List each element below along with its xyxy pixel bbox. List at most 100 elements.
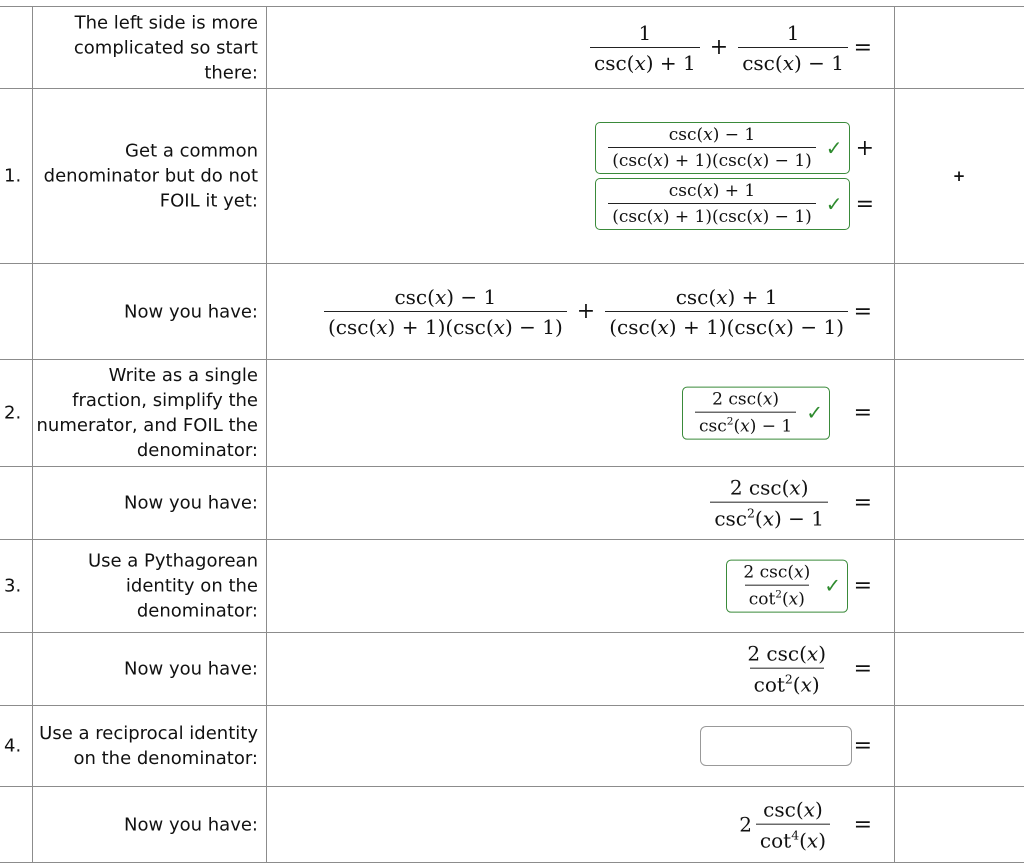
numerator: 2 csc(x) bbox=[712, 389, 780, 410]
step-number-cell: 2. bbox=[0, 360, 33, 466]
equals-sign: = bbox=[853, 812, 872, 837]
answer-box-1a[interactable]: csc(x) − 1 (csc(x) + 1)(csc(x) − 1) ✓ bbox=[595, 122, 850, 174]
numerator: 2 csc(x) bbox=[729, 475, 809, 500]
math-cell: csc(x) − 1 (csc(x) + 1)(csc(x) − 1) ✓ + … bbox=[266, 89, 895, 263]
table-row: Now you have: 2 csc(x) csc2(x) − 1 = bbox=[0, 467, 1024, 540]
extra-cell bbox=[894, 360, 1024, 466]
fraction: csc(x) − 1 (csc(x) + 1)(csc(x) − 1) bbox=[608, 125, 816, 171]
equals-sign: = bbox=[853, 400, 872, 426]
instruction-cell: Use a Pythagorean identity on the denomi… bbox=[32, 540, 267, 632]
instruction-text: Get a common denominator but do not FOIL… bbox=[43, 140, 258, 212]
instruction-cell: Now you have: bbox=[32, 264, 267, 359]
fraction: csc(x) + 1 (csc(x) + 1)(csc(x) − 1) bbox=[605, 285, 848, 339]
table-row: Now you have: 2 csc(x) cot2(x) = bbox=[0, 633, 1024, 706]
extra-cell bbox=[894, 706, 1024, 786]
expression: 1 csc(x) + 1 + 1 csc(x) − 1 bbox=[586, 21, 852, 75]
table-row: Now you have: csc(x) − 1 (csc(x) + 1)(cs… bbox=[0, 264, 1024, 360]
denominator: (csc(x) + 1)(csc(x) − 1) bbox=[605, 310, 848, 339]
expression: 2 csc(x) csc2(x) − 1 bbox=[706, 475, 832, 530]
answer-input-4[interactable] bbox=[700, 726, 852, 766]
instruction-cell: Now you have: bbox=[32, 787, 267, 862]
equals-sign: = bbox=[853, 733, 872, 759]
table-row: 2. Write as a single fraction, simplify … bbox=[0, 360, 1024, 467]
denominator: (csc(x) + 1)(csc(x) − 1) bbox=[608, 147, 816, 171]
expression: csc(x) − 1 (csc(x) + 1)(csc(x) − 1) + cs… bbox=[320, 285, 852, 339]
denominator: (csc(x) + 1)(csc(x) − 1) bbox=[323, 310, 567, 339]
numerator: 2 csc(x) bbox=[747, 641, 826, 666]
instruction-cell: Use a reciprocal identity on the denomin… bbox=[32, 706, 267, 786]
step-number-cell bbox=[0, 264, 33, 359]
denominator: cot2(x) bbox=[749, 667, 824, 696]
answer-box-2[interactable]: 2 csc(x) csc2(x) − 1 ✓ bbox=[682, 386, 830, 440]
equals-sign: = bbox=[853, 656, 872, 682]
check-icon: ✓ bbox=[806, 401, 823, 425]
extra-cell bbox=[894, 633, 1024, 705]
equals-sign: = bbox=[853, 35, 872, 60]
fraction: 2 csc(x) cot2(x) bbox=[739, 563, 814, 610]
numerator: csc(x) + 1 bbox=[668, 181, 756, 201]
expression: csc(x) − 1 (csc(x) + 1)(csc(x) − 1) ✓ + … bbox=[595, 122, 880, 230]
answer-box-3[interactable]: 2 csc(x) cot2(x) ✓ bbox=[726, 559, 848, 613]
denominator: csc2(x) − 1 bbox=[710, 501, 828, 530]
step-number-cell bbox=[0, 467, 33, 539]
step-number-cell bbox=[0, 787, 33, 862]
math-cell: 2 csc(x) cot2(x) ✓ = bbox=[266, 540, 895, 632]
equals-sign: = bbox=[853, 573, 872, 599]
extra-cell: + bbox=[894, 89, 1024, 263]
numerator: csc(x) − 1 bbox=[668, 125, 756, 145]
expression: 2 csc(x) csc2(x) − 1 ✓ bbox=[682, 386, 830, 440]
step-number: 2. bbox=[4, 402, 22, 424]
expression: 2 csc(x) cot2(x) ✓ bbox=[726, 559, 848, 613]
answer-box-1b[interactable]: csc(x) + 1 (csc(x) + 1)(csc(x) − 1) ✓ bbox=[595, 178, 850, 230]
numerator: 1 bbox=[638, 20, 652, 45]
fraction: csc(x) − 1 (csc(x) + 1)(csc(x) − 1) bbox=[323, 284, 567, 339]
check-icon: ✓ bbox=[824, 574, 841, 598]
extra-cell bbox=[894, 264, 1024, 359]
check-icon: ✓ bbox=[825, 136, 843, 160]
add-term-button[interactable]: + bbox=[952, 167, 966, 185]
denominator: csc(x) + 1 bbox=[590, 46, 700, 75]
denominator: cot2(x) bbox=[744, 584, 809, 609]
instruction-text: Use a reciprocal identity on the denomin… bbox=[39, 723, 258, 769]
instruction-cell: Write as a single fraction, simplify the… bbox=[32, 360, 267, 466]
fraction: 1 csc(x) + 1 bbox=[590, 21, 700, 75]
expression bbox=[700, 726, 852, 766]
answer-stack: csc(x) − 1 (csc(x) + 1)(csc(x) − 1) ✓ + … bbox=[595, 122, 880, 230]
table-row: 1. Get a common denominator but do not F… bbox=[0, 89, 1024, 264]
step-number: 3. bbox=[4, 575, 22, 597]
fraction: 2 csc(x) csc2(x) − 1 bbox=[695, 389, 797, 436]
instruction-text: Now you have: bbox=[124, 658, 258, 680]
step-number-cell bbox=[0, 633, 33, 705]
denominator: cot4(x) bbox=[755, 823, 830, 852]
equals-sign: = bbox=[853, 299, 872, 324]
numerator: 1 bbox=[786, 20, 800, 45]
plus-sign: + bbox=[576, 299, 596, 324]
extra-cell bbox=[894, 787, 1024, 862]
plus-sign: + bbox=[855, 135, 874, 161]
step-number-cell: 4. bbox=[0, 706, 33, 786]
fraction: csc(x) cot4(x) bbox=[755, 797, 830, 852]
math-cell: 2 csc(x) cot2(x) = bbox=[266, 633, 895, 705]
denominator: (csc(x) + 1)(csc(x) − 1) bbox=[608, 203, 816, 227]
instruction-text: The left side is more complicated so sta… bbox=[73, 12, 258, 83]
step-number: 1. bbox=[4, 165, 22, 187]
instruction-text: Use a Pythagorean identity on the denomi… bbox=[87, 550, 258, 622]
math-cell: csc(x) − 1 (csc(x) + 1)(csc(x) − 1) + cs… bbox=[266, 264, 895, 359]
numerator: csc(x) − 1 bbox=[394, 284, 497, 309]
fraction: csc(x) + 1 (csc(x) + 1)(csc(x) − 1) bbox=[608, 181, 816, 227]
plus-sign: + bbox=[709, 35, 729, 60]
instruction-text: Now you have: bbox=[124, 301, 258, 322]
step-number-cell: 1. bbox=[0, 89, 33, 263]
fraction: 1 csc(x) − 1 bbox=[738, 21, 848, 75]
math-cell: 2 csc(x) csc2(x) − 1 ✓ = bbox=[266, 360, 895, 466]
math-cell: = bbox=[266, 706, 895, 786]
denominator: csc(x) − 1 bbox=[738, 46, 848, 75]
instruction-cell: Now you have: bbox=[32, 467, 267, 539]
fraction: 2 csc(x) cot2(x) bbox=[743, 642, 830, 697]
expression: 2 csc(x) cot4(x) bbox=[739, 797, 834, 852]
instruction-cell: Get a common denominator but do not FOIL… bbox=[32, 89, 267, 263]
table-row: 4. Use a reciprocal identity on the deno… bbox=[0, 706, 1024, 787]
instruction-cell: Now you have: bbox=[32, 633, 267, 705]
math-cell: 2 csc(x) csc2(x) − 1 = bbox=[266, 467, 895, 539]
